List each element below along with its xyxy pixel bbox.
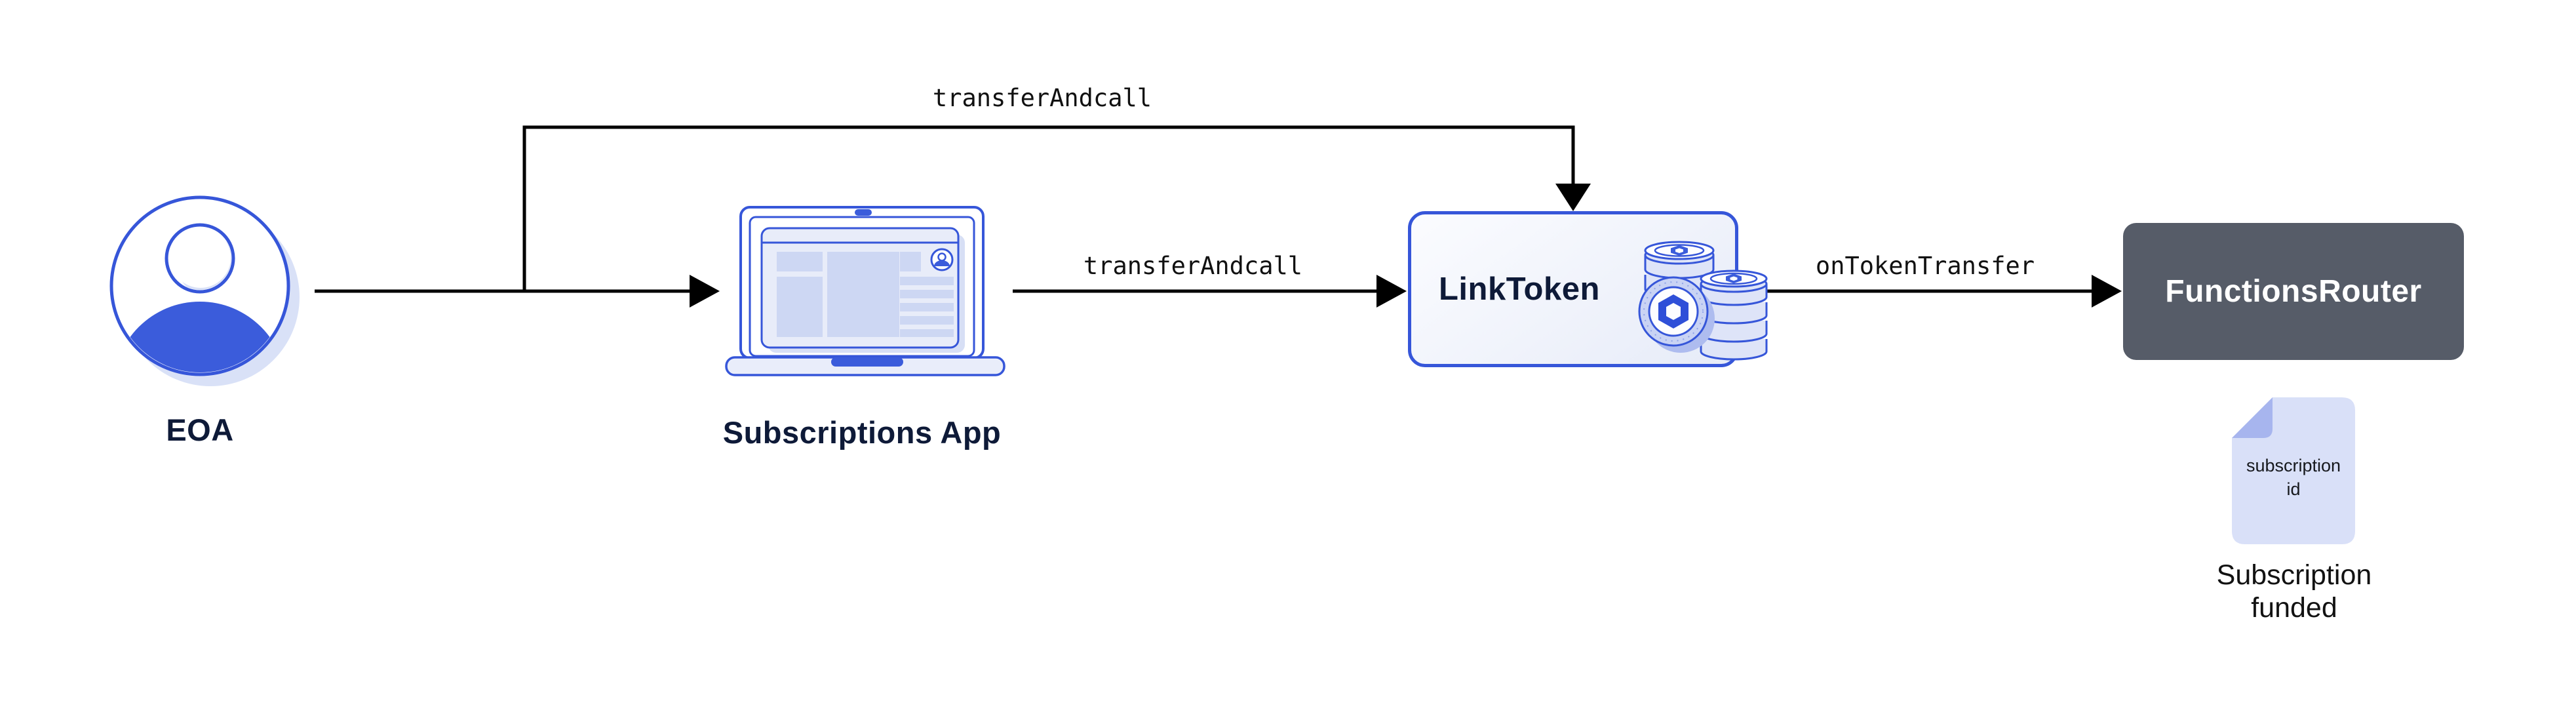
- functions-router-box: FunctionsRouter: [2123, 223, 2464, 360]
- edge-label-transferandcall-top: transferAndcall: [932, 84, 1152, 112]
- linktoken-label: LinkToken: [1439, 271, 1600, 307]
- coin-stack-right: [1700, 269, 1768, 361]
- chainlink-coins-icon: [1638, 241, 1768, 361]
- arrowhead-into-linktoken-left: [1376, 275, 1407, 308]
- edge-label-transferandcall-mid: transferAndcall: [1083, 252, 1303, 280]
- arrow-eoa-to-linktoken-branch: [522, 125, 1575, 291]
- document-caption: Subscription funded: [2170, 559, 2419, 625]
- document-caption-line1: Subscription: [2216, 559, 2372, 591]
- document-text: subscription id: [2231, 454, 2356, 502]
- trackpad-notch: [831, 357, 903, 367]
- edge-label-ontokentransfer: onTokenTransfer: [1815, 252, 2035, 280]
- eoa-label: EOA: [166, 412, 234, 447]
- person-avatar-icon: [109, 195, 300, 386]
- wireframe-blocks: [777, 252, 954, 337]
- laptop-icon: [725, 206, 1005, 376]
- arrowhead-into-router: [2092, 275, 2122, 308]
- subscriptions-app-label: Subscriptions App: [722, 415, 1002, 450]
- document-text-line2: id: [2286, 479, 2301, 500]
- arrow-heads: [690, 184, 2122, 308]
- chainlink-coin-front: [1638, 276, 1715, 353]
- document-icon: [2232, 397, 2355, 544]
- functions-router-label: FunctionsRouter: [2165, 274, 2422, 309]
- arrow-lines: [315, 125, 2096, 293]
- linktoken-box: LinkToken: [1408, 211, 1768, 367]
- arrowhead-into-app: [690, 275, 720, 308]
- folded-corner: [2232, 397, 2273, 438]
- document-caption-line2: funded: [2251, 592, 2337, 624]
- camera-dot: [855, 209, 872, 216]
- document-text-line1: subscription: [2246, 456, 2341, 475]
- mini-avatar-icon: [930, 248, 954, 271]
- arrowhead-into-linktoken-top: [1555, 184, 1591, 211]
